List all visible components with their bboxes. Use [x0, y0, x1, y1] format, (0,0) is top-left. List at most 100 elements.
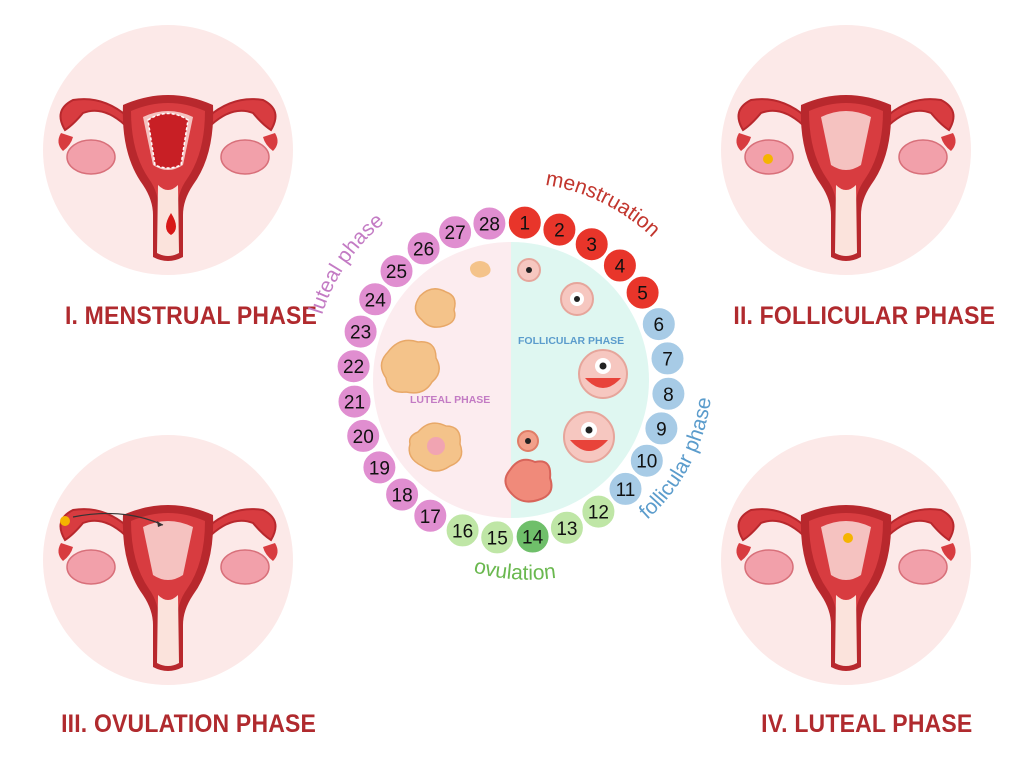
day-6-marker: 6 — [640, 306, 677, 343]
ruptured-follicle-2 — [504, 458, 553, 503]
day-13-marker: 13 — [548, 509, 585, 546]
day-9-circle — [643, 410, 680, 447]
day-5-circle — [624, 274, 661, 311]
day-11-circle — [607, 470, 644, 507]
ovulation-phase-label: III. OVULATION PHASE — [61, 710, 317, 738]
ovulation-phase-panel: III. OVULATION PHASE — [0, 420, 340, 760]
inner-follicular-label: FOLLICULAR PHASE — [518, 335, 624, 347]
ovulation-uterus-illustration — [43, 435, 293, 685]
day-26-circle — [405, 230, 442, 267]
day-5-marker: 5 — [624, 274, 661, 311]
corpus-luteum-small — [470, 261, 491, 278]
ruptured-follicle-1 — [517, 430, 539, 452]
luteal-phase-label: IV. LUTEAL PHASE — [761, 710, 973, 738]
day-23-marker: 23 — [342, 313, 379, 350]
day-15-number: 15 — [487, 528, 508, 549]
day-27-circle — [437, 214, 474, 251]
day-2-number: 2 — [554, 221, 565, 242]
day-11-number: 11 — [616, 480, 636, 501]
day-20-number: 20 — [353, 427, 374, 448]
day-13-number: 13 — [556, 519, 577, 540]
follicular-phase-panel: II. FOLLICULAR PHASE — [700, 0, 1024, 340]
day-22-marker: 22 — [335, 348, 372, 385]
day-7-marker: 7 — [649, 340, 686, 377]
day-24-circle — [357, 281, 394, 318]
day-17-number: 17 — [420, 507, 441, 528]
day-22-number: 22 — [343, 357, 364, 378]
day-25-number: 25 — [386, 262, 407, 283]
day-10-number: 10 — [636, 452, 657, 473]
day-8-marker: 8 — [650, 375, 687, 412]
luteal-phase-panel: IV. LUTEAL PHASE — [700, 420, 1024, 760]
day-27-number: 27 — [445, 223, 466, 244]
day-15-circle — [479, 519, 516, 556]
day-24-marker: 24 — [357, 281, 394, 318]
day-18-circle — [384, 476, 421, 513]
corpus-luteum-large — [380, 339, 440, 394]
day-16-circle — [444, 512, 481, 549]
day-1-number: 1 — [520, 214, 531, 235]
follicular-phase-label: II. FOLLICULAR PHASE — [733, 302, 996, 330]
day-4-circle — [601, 247, 638, 284]
day-26-number: 26 — [413, 239, 434, 260]
day-28-number: 28 — [479, 215, 500, 236]
day-26-marker: 26 — [405, 230, 442, 267]
day-10-circle — [628, 442, 665, 479]
menstrual-phase-panel: I. MENSTRUAL PHASE — [0, 0, 340, 340]
day-1-circle — [506, 204, 543, 241]
day-25-circle — [378, 253, 415, 290]
day-11-marker: 11 — [607, 470, 644, 507]
day-14-circle — [514, 518, 551, 555]
day-3-number: 3 — [586, 235, 597, 256]
day-3-circle — [573, 226, 610, 263]
day-2-marker: 2 — [541, 211, 578, 248]
egg-path-arrow — [72, 512, 164, 526]
day-27-marker: 27 — [437, 214, 474, 251]
day-8-circle — [650, 375, 687, 412]
day-15-marker: 15 — [479, 519, 516, 556]
day-25-marker: 25 — [378, 253, 415, 290]
day-3-marker: 3 — [573, 226, 610, 263]
day-9-number: 9 — [656, 419, 667, 440]
follicular-uterus-illustration — [721, 25, 971, 275]
released-egg-icon — [60, 516, 70, 526]
day-14-marker: 14 — [514, 518, 551, 555]
day-20-marker: 20 — [345, 417, 382, 454]
luteal-uterus-illustration — [721, 435, 971, 685]
day-12-circle — [580, 493, 617, 530]
corpus-luteum-regressing — [408, 422, 463, 472]
day-22-circle — [335, 348, 372, 385]
day-12-marker: 12 — [580, 493, 617, 530]
day-23-circle — [342, 313, 379, 350]
follicle-small-1 — [517, 258, 541, 282]
day-10-marker: 10 — [628, 442, 665, 479]
menstrual-phase-label: I. MENSTRUAL PHASE — [64, 302, 318, 330]
day-19-number: 19 — [369, 458, 390, 479]
blood-drop-icon — [166, 213, 176, 235]
menstrual-lining — [147, 112, 189, 169]
day-6-circle — [640, 306, 677, 343]
follicle-small-2 — [560, 282, 594, 316]
day-19-marker: 19 — [361, 449, 398, 486]
day-7-circle — [649, 340, 686, 377]
day-18-marker: 18 — [384, 476, 421, 513]
day-4-marker: 4 — [601, 247, 638, 284]
day-13-circle — [548, 509, 585, 546]
menstrual-uterus-illustration — [43, 25, 293, 275]
day-2-circle — [541, 211, 578, 248]
day-7-number: 7 — [662, 349, 673, 370]
corpus-luteum-medium — [414, 288, 456, 328]
day-21-circle — [336, 383, 373, 420]
day-16-number: 16 — [452, 521, 473, 542]
day-28-circle — [471, 205, 508, 242]
day-9-marker: 9 — [643, 410, 680, 447]
day-5-number: 5 — [637, 284, 648, 305]
arc-label-ovulation: ovulation — [472, 555, 557, 585]
day-21-marker: 21 — [336, 383, 373, 420]
follicle-dot-icon — [763, 154, 773, 164]
egg-in-tube-icon — [843, 533, 853, 543]
day-4-number: 4 — [615, 257, 626, 278]
day-17-circle — [412, 497, 449, 534]
